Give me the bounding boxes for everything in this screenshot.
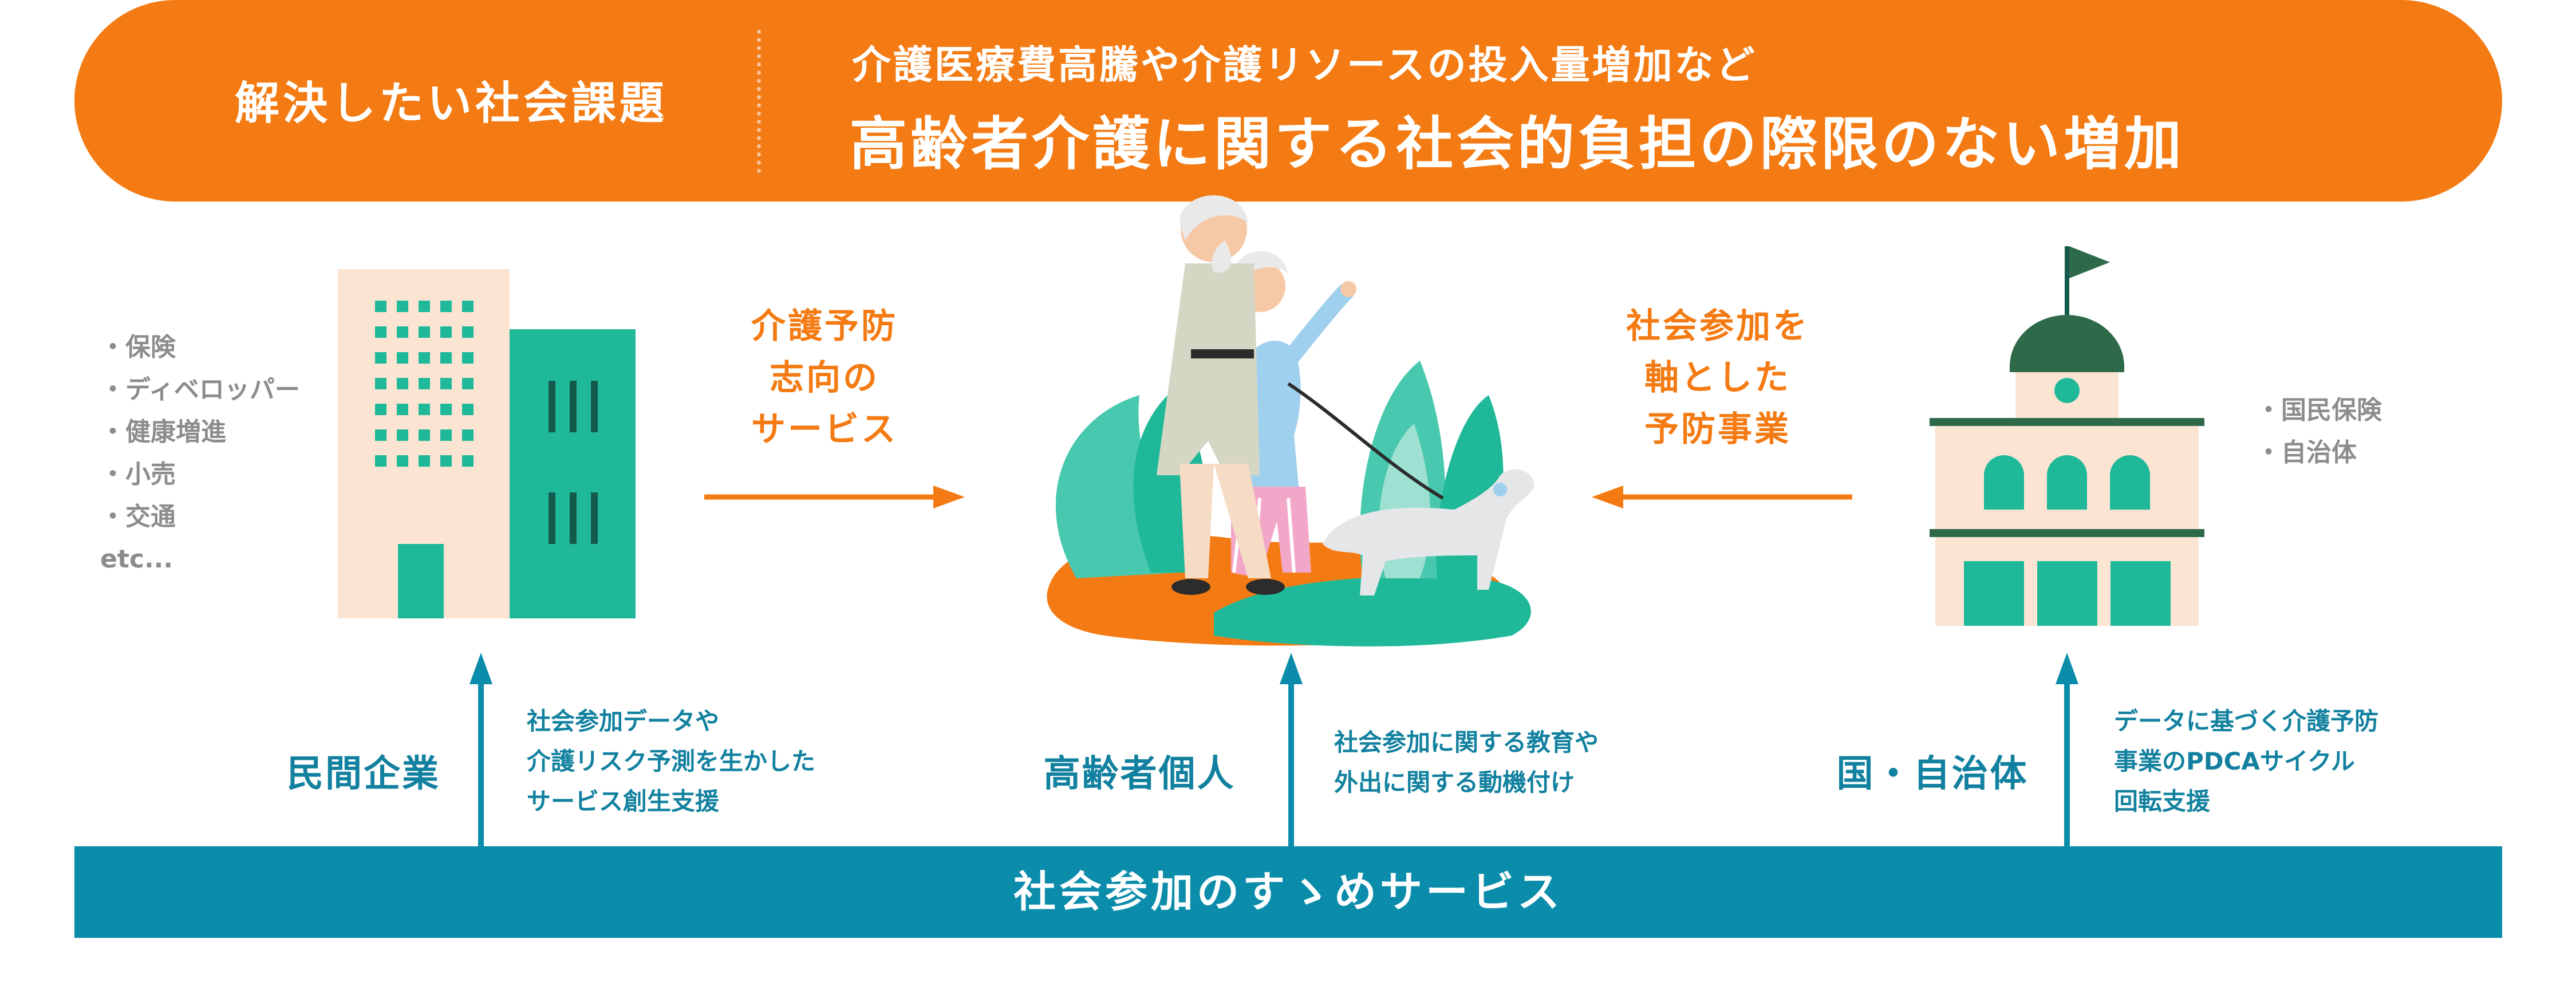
- list-item: ・自治体: [2256, 438, 2357, 467]
- banner-divider: [757, 30, 761, 173]
- list-item: ・交通: [100, 502, 176, 531]
- private-sector-label: 民間企業: [287, 753, 440, 795]
- participation-arrow-label: 社会参加を 軸とした 予防事業: [1626, 306, 1809, 449]
- list-item: ・ディベロッパー: [100, 375, 300, 404]
- bottom-service-label: 社会参加のすゝめサービス: [1013, 867, 1563, 917]
- banner-subtitle: 介護医療費高騰や介護リソースの投入量増加など: [852, 43, 1757, 88]
- social-issue-banner: [74, 0, 2502, 202]
- banner-main-title: 高齢者介護に関する社会的負担の際限のない増加: [850, 111, 2185, 178]
- government-desc: データに基づく介護予防 事業のPDCAサイクル 回転支援: [2114, 707, 2379, 815]
- up-arrow-elderly: [1280, 653, 1303, 847]
- right-arrow: [704, 486, 965, 508]
- elderly-couple-walking-dog-illustration: [1047, 195, 1534, 646]
- government-building-icon: [1930, 246, 2204, 626]
- list-item: etc...: [100, 545, 173, 574]
- elderly-desc: 社会参加に関する教育や 外出に関する動機付け: [1334, 728, 1599, 796]
- banner-label: 解決したい社会課題: [235, 78, 668, 129]
- bottom-service-bar: [74, 846, 2502, 938]
- office-building-icon: [338, 269, 636, 618]
- left-arrow: [1592, 486, 1852, 508]
- elderly-label: 高齢者個人: [1043, 753, 1236, 795]
- up-arrow-private: [470, 653, 492, 847]
- list-item: ・小売: [100, 460, 176, 489]
- government-label: 国・自治体: [1836, 753, 2029, 795]
- private-sector-list: ・保険 ・ディベロッパー ・健康増進 ・小売 ・交通 etc...: [100, 326, 341, 581]
- private-sector-desc: 社会参加データや 介護リスク予測を生かした サービス創生支援: [527, 707, 816, 815]
- list-item: ・健康増進: [100, 417, 226, 447]
- government-list: ・国民保険 ・自治体: [2256, 389, 2428, 474]
- list-item: ・保険: [100, 333, 176, 362]
- up-arrow-government: [2056, 653, 2078, 847]
- list-item: ・国民保険: [2256, 396, 2382, 425]
- service-arrow-label: 介護予防 志向の サービス: [751, 306, 898, 449]
